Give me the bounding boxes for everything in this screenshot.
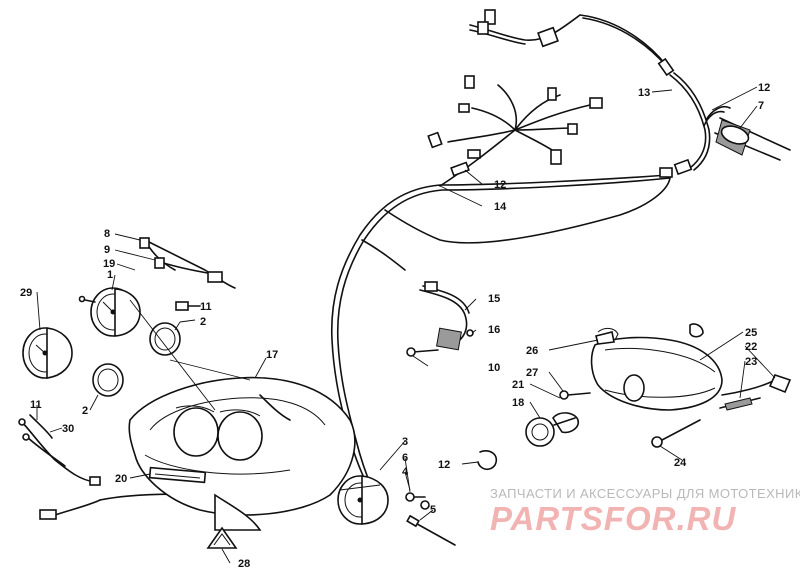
leader-lines bbox=[36, 86, 776, 564]
main-wiring-harness bbox=[330, 84, 671, 491]
callout-19: 19 bbox=[103, 258, 115, 270]
callout-13: 13 bbox=[638, 87, 650, 99]
callout-12c: 12 bbox=[438, 459, 450, 471]
watermark-brand: PARTSFOR.RU bbox=[490, 500, 736, 537]
callout-14: 14 bbox=[494, 201, 507, 213]
callout-5: 5 bbox=[430, 504, 436, 516]
warning-decal bbox=[206, 526, 238, 549]
callout-25: 25 bbox=[745, 327, 757, 339]
sensor-assembly bbox=[406, 281, 474, 357]
callout-10: 10 bbox=[488, 362, 500, 374]
callout-7: 7 bbox=[758, 100, 764, 112]
callout-20: 20 bbox=[115, 473, 127, 485]
callout-27: 27 bbox=[526, 367, 538, 379]
callout-29: 29 bbox=[20, 287, 32, 299]
callout-3: 3 bbox=[402, 436, 408, 448]
callout-26: 26 bbox=[526, 345, 538, 357]
callout-2a: 2 bbox=[200, 316, 206, 328]
callout-2b: 2 bbox=[82, 405, 88, 417]
headlight-assembly bbox=[525, 323, 792, 448]
washer-6 bbox=[420, 500, 430, 510]
watermark: ЗАПЧАСТИ И АКСЕССУАРЫ ДЛЯ МОТОТЕХНИКИ PA… bbox=[490, 486, 800, 537]
gauge-3 bbox=[337, 475, 389, 525]
callout-23: 23 bbox=[745, 356, 757, 368]
callout-labels: 8 9 19 1 11 2 29 2 11 30 17 20 28 3 4 6 … bbox=[20, 82, 770, 570]
callout-30: 30 bbox=[62, 423, 74, 435]
callout-9: 9 bbox=[104, 244, 110, 256]
callout-17: 17 bbox=[266, 349, 278, 361]
gauge-1 bbox=[78, 287, 141, 337]
callout-24: 24 bbox=[674, 457, 687, 469]
watermark-tagline: ЗАПЧАСТИ И АКСЕССУАРЫ ДЛЯ МОТОТЕХНИКИ bbox=[490, 486, 800, 501]
upper-harness-connectors bbox=[427, 9, 711, 178]
callout-28: 28 bbox=[238, 558, 250, 570]
grip-heater-element bbox=[703, 105, 791, 161]
gauge-wiring-30 bbox=[18, 414, 101, 520]
callout-18: 18 bbox=[512, 397, 524, 409]
callout-12b: 12 bbox=[758, 82, 770, 94]
instrument-console bbox=[128, 376, 356, 531]
callout-16: 16 bbox=[488, 324, 500, 336]
callout-12a: 12 bbox=[494, 179, 506, 191]
callout-11a: 11 bbox=[200, 301, 212, 313]
callout-4: 4 bbox=[402, 466, 409, 478]
gauge-29 bbox=[22, 327, 73, 379]
callout-8: 8 bbox=[104, 228, 110, 240]
gauge-sub-harness bbox=[139, 237, 236, 311]
callout-11b: 11 bbox=[30, 399, 42, 411]
callout-22: 22 bbox=[745, 341, 757, 353]
callout-21: 21 bbox=[512, 379, 524, 391]
callout-1: 1 bbox=[107, 269, 113, 281]
callout-6: 6 bbox=[402, 452, 408, 464]
callout-15: 15 bbox=[488, 293, 500, 305]
clip-12-lower bbox=[477, 450, 498, 471]
